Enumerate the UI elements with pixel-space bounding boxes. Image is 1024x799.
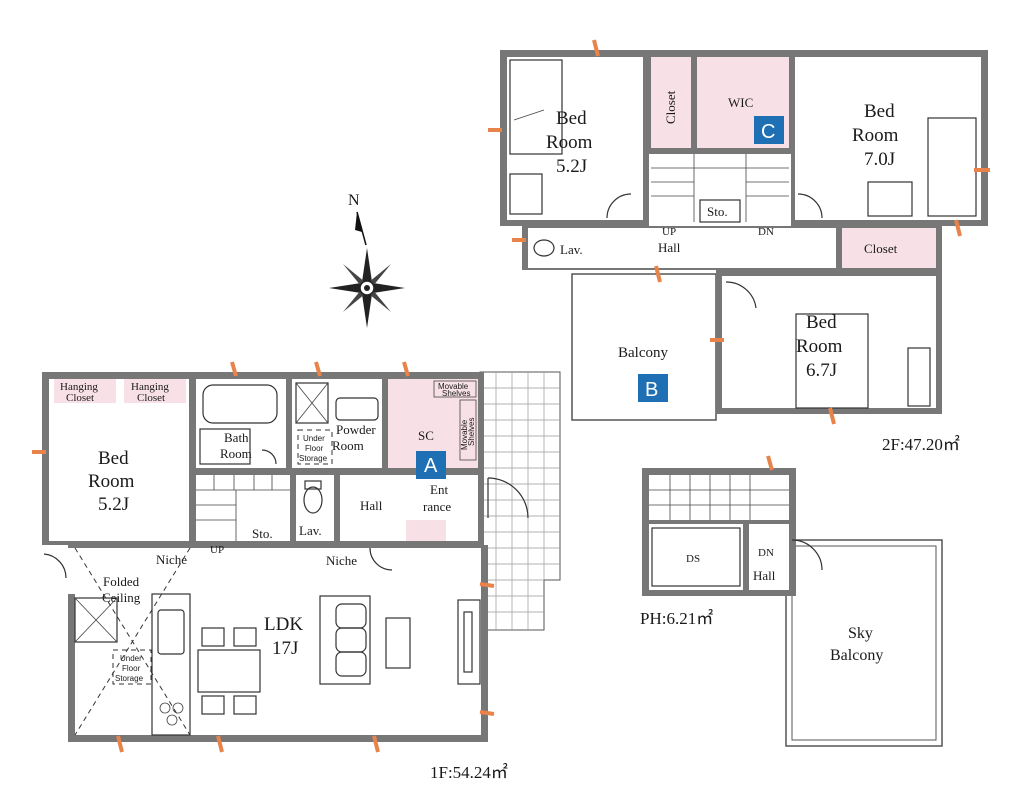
- floor-1-plan: Hanging Closet Hanging Closet Bed Room 5…: [32, 361, 561, 782]
- f2-bedroom-c-size: 6.7J: [806, 360, 837, 381]
- f1-niche-2: Niche: [326, 553, 357, 568]
- f2-balcony-label: Balcony: [618, 345, 668, 361]
- f1-lav-label: Lav.: [299, 523, 322, 538]
- compass-rose-icon: N: [329, 192, 405, 328]
- f2-sto-label: Sto.: [707, 204, 728, 219]
- f2-bedroom-a-size: 5.2J: [556, 156, 587, 177]
- f1-under-floor-storage-2-line2: Floor: [122, 664, 141, 673]
- f1-entrance-line2: rance: [423, 499, 451, 514]
- f2-up-label: UP: [662, 226, 676, 238]
- f1-movable-shelves-1-line1: Movable: [438, 382, 469, 391]
- f1-movable-shelves-2-line1: Movable: [460, 419, 469, 450]
- f1-hanging-closet-1-line1: Hanging: [60, 381, 98, 393]
- f1-hanging-closet-2-line2: Closet: [137, 392, 165, 404]
- f2-badge-b-label: B: [645, 379, 658, 401]
- f1-under-floor-storage-1-line1: Under: [303, 434, 325, 443]
- f1-badge-a: [416, 451, 446, 479]
- f2-badge-b: [638, 374, 668, 402]
- f2-bedroom-a-line1: Bed: [556, 108, 587, 129]
- ph-area: PH:6.21㎡: [640, 609, 713, 628]
- f1-hall-label: Hall: [360, 498, 383, 513]
- f2-closet-horizontal: Closet: [864, 241, 898, 256]
- f1-hanging-closet-2-line1: Hanging: [131, 381, 169, 393]
- f1-area: 1F:54.24㎡: [430, 763, 508, 782]
- f1-bedroom-name-line2: Room: [88, 471, 135, 492]
- f1-folded-ceiling-line2: Ceiling: [102, 590, 141, 605]
- f1-movable-shelves-2-line2: Shelves: [467, 418, 476, 446]
- f2-window-markers: [488, 39, 990, 425]
- f2-closet-vertical: Closet: [663, 90, 678, 124]
- f1-entrance-line1: Ent: [430, 482, 448, 497]
- f1-window-markers: [32, 361, 495, 753]
- ph-sky-balcony-line2: Balcony: [830, 647, 883, 664]
- f1-under-floor-storage-2-line3: Storage: [115, 674, 144, 683]
- f2-area: 2F:47.20㎡: [882, 435, 960, 454]
- f2-bedroom-b-size: 7.0J: [864, 149, 895, 170]
- f2-bedroom-c-line1: Bed: [806, 312, 837, 333]
- ph-hall-label: Hall: [753, 568, 776, 583]
- f1-bedroom-size: 5.2J: [98, 494, 129, 515]
- f2-bedroom-b-line2: Room: [852, 125, 899, 146]
- f2-badge-c: [754, 116, 784, 144]
- ph-dn-label: DN: [758, 547, 774, 559]
- ph-window-markers: [766, 455, 774, 471]
- f1-sc-label: SC: [418, 428, 434, 443]
- entrance-porch-tiles: [479, 371, 561, 631]
- f2-wic-label: WIC: [728, 95, 753, 110]
- f1-ldk-size: 17J: [272, 638, 298, 659]
- f1-hanging-closet-1-line2: Closet: [66, 392, 94, 404]
- f1-bath-line2: Room: [220, 446, 252, 461]
- f2-bedroom-a-line2: Room: [546, 132, 593, 153]
- f2-badge-c-label: C: [761, 121, 775, 143]
- f2-hall-label: Hall: [658, 240, 681, 255]
- f2-dn-label: DN: [758, 226, 774, 238]
- f1-powder-line2: Room: [332, 438, 364, 453]
- ph-sky-balcony-line1: Sky: [848, 625, 873, 642]
- ph-ds-label: DS: [686, 553, 700, 565]
- ph-sky-balcony-outline: [785, 539, 943, 747]
- floor-2-plan: Bed Room 5.2J Closet WIC C Bed Room 7.0J…: [488, 39, 990, 454]
- f1-bedroom-name-line1: Bed: [98, 448, 129, 469]
- f2-bedroom-c-line2: Room: [796, 336, 843, 357]
- f1-ldk-name: LDK: [264, 614, 303, 635]
- compass-north-label: N: [348, 192, 360, 209]
- f2-bedroom-b-line1: Bed: [864, 101, 895, 122]
- f1-badge-a-label: A: [424, 455, 438, 477]
- f2-lav-label: Lav.: [560, 242, 583, 257]
- f1-up-label: UP: [210, 544, 224, 556]
- f1-movable-shelves-1-line2: Shelves: [442, 389, 470, 398]
- f1-powder-line1: Powder: [336, 422, 376, 437]
- f1-niche-1: Niche: [156, 552, 187, 567]
- f1-under-floor-storage-1-line3: Storage: [299, 454, 328, 463]
- f1-under-floor-storage-2-line1: Under: [120, 654, 142, 663]
- f1-folded-ceiling-line1: Folded: [103, 574, 140, 589]
- f1-sto-label: Sto.: [252, 526, 273, 541]
- f1-bath-line1: Bath: [224, 430, 249, 445]
- f1-under-floor-storage-1-line2: Floor: [305, 444, 324, 453]
- penthouse-plan: DS DN Hall Sky Balcony PH:6.21㎡: [640, 455, 943, 747]
